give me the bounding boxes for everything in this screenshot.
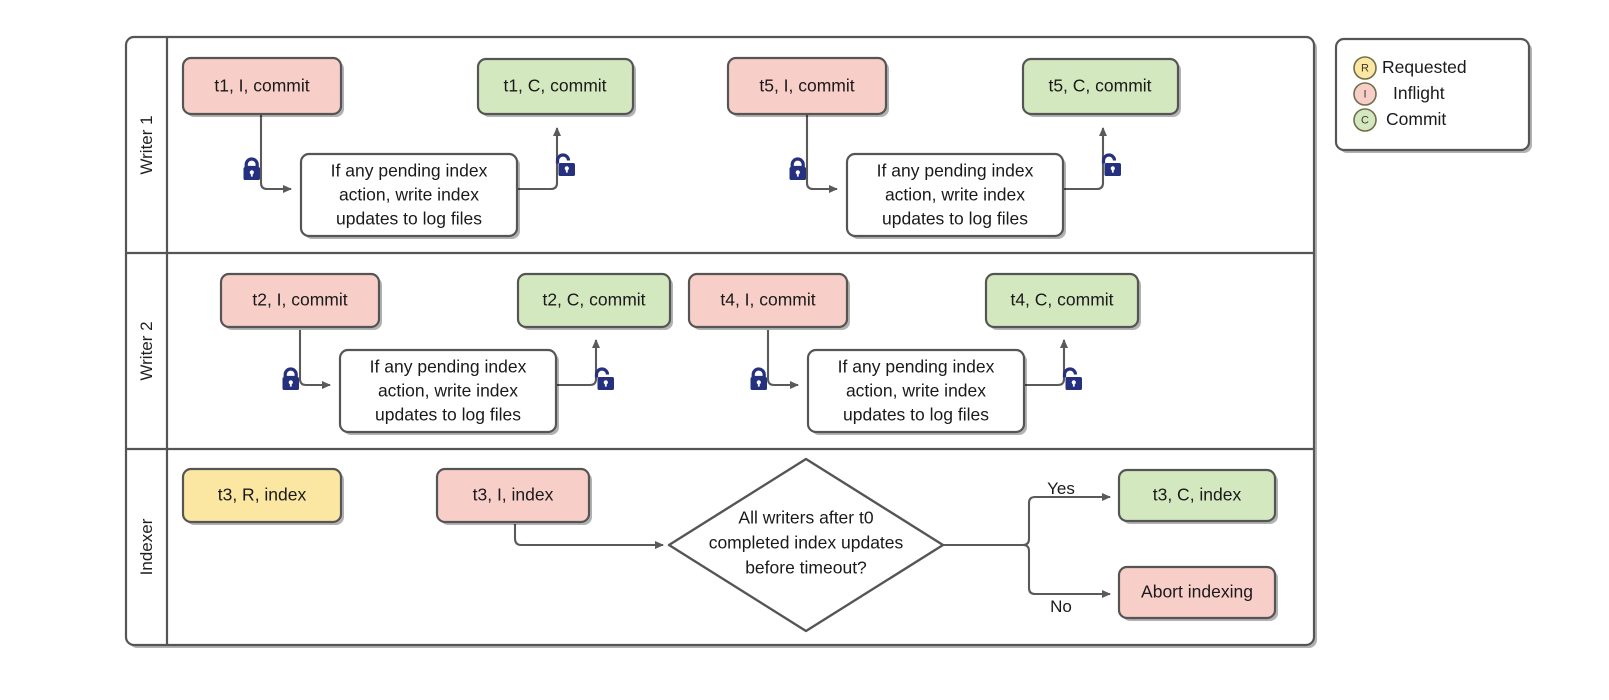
process-writer2-left-line3: updates to log files	[375, 405, 521, 425]
process-writer1-left[interactable]: If any pending index action, write index…	[299, 152, 520, 239]
writer1-edges	[259, 115, 1107, 193]
legend-item-commit: C Commit	[1353, 108, 1446, 132]
node-abort-indexing[interactable]: Abort indexing	[1117, 565, 1278, 621]
node-t5-commit[interactable]: t5, C, commit	[1021, 57, 1181, 117]
lock-closed-icon	[282, 367, 299, 390]
process-writer2-right-line3: updates to log files	[843, 405, 989, 425]
lock-open-icon	[1101, 153, 1121, 176]
lane-label-indexer: Indexer	[137, 518, 156, 575]
decision-line1: All writers after t0	[738, 508, 873, 528]
legend-glyph-commit: C	[1361, 114, 1369, 126]
node-t3-commit-label: t3, C, index	[1153, 485, 1242, 505]
legend-glyph-requested: R	[1361, 62, 1369, 74]
node-t4-inflight[interactable]: t4, I, commit	[687, 272, 850, 330]
legend-glyph-inflight: I	[1363, 88, 1366, 100]
node-abort-indexing-label: Abort indexing	[1141, 582, 1253, 602]
process-writer1-left-line1: If any pending index	[331, 161, 488, 181]
legend-item-inflight: I Inflight	[1353, 82, 1445, 106]
process-writer1-left-line3: updates to log files	[336, 209, 482, 229]
lock-open-icon	[555, 153, 575, 176]
node-t3-requested[interactable]: t3, R, index	[181, 467, 344, 525]
process-writer2-right-line2: action, write index	[846, 381, 986, 401]
process-writer2-left-line1: If any pending index	[370, 357, 527, 377]
node-t1-commit-label: t1, C, commit	[503, 76, 606, 96]
process-writer2-right[interactable]: If any pending index action, write index…	[806, 348, 1027, 435]
lane-label-writer2: Writer 2	[137, 321, 156, 380]
writer2-edges	[298, 330, 1068, 389]
process-writer2-right-line1: If any pending index	[838, 357, 995, 377]
process-writer2-left[interactable]: If any pending index action, write index…	[338, 348, 559, 435]
lock-open-icon	[1062, 367, 1082, 390]
node-t4-commit[interactable]: t4, C, commit	[984, 272, 1141, 330]
process-writer1-right[interactable]: If any pending index action, write index…	[845, 152, 1066, 239]
process-writer1-right-line1: If any pending index	[877, 161, 1034, 181]
legend-item-requested: R Requested	[1353, 56, 1467, 80]
node-t2-commit-label: t2, C, commit	[542, 290, 645, 310]
node-t5-inflight-label: t5, I, commit	[759, 76, 854, 96]
legend-label-requested: Requested	[1382, 57, 1467, 77]
node-t2-inflight[interactable]: t2, I, commit	[219, 272, 382, 330]
process-writer1-left-line2: action, write index	[339, 185, 479, 205]
legend: R Requested I Inflight C Commit	[1334, 37, 1532, 153]
node-t4-inflight-label: t4, I, commit	[720, 290, 815, 310]
node-t3-commit[interactable]: t3, C, index	[1117, 468, 1278, 524]
node-t3-inflight-label: t3, I, index	[473, 485, 554, 505]
lock-closed-icon	[243, 157, 260, 180]
node-t5-inflight[interactable]: t5, I, commit	[726, 56, 889, 117]
lock-open-icon	[594, 367, 614, 390]
branch-label-yes: Yes	[1047, 479, 1075, 498]
process-writer2-left-line2: action, write index	[378, 381, 518, 401]
node-t2-commit[interactable]: t2, C, commit	[516, 272, 673, 330]
lock-closed-icon	[750, 367, 767, 390]
node-t1-inflight-label: t1, I, commit	[214, 76, 309, 96]
decision-line2: completed index updates	[709, 533, 904, 553]
legend-label-inflight: Inflight	[1393, 83, 1445, 103]
node-t2-inflight-label: t2, I, commit	[252, 290, 347, 310]
node-t4-commit-label: t4, C, commit	[1010, 290, 1113, 310]
process-writer1-right-line3: updates to log files	[882, 209, 1028, 229]
process-writer1-right-line2: action, write index	[885, 185, 1025, 205]
decision-all-writers-completed[interactable]: All writers after t0 completed index upd…	[667, 457, 945, 633]
node-t5-commit-label: t5, C, commit	[1048, 76, 1151, 96]
lane-label-writer1: Writer 1	[137, 115, 156, 174]
legend-label-commit: Commit	[1386, 109, 1446, 129]
branch-label-no: No	[1050, 597, 1072, 616]
node-t1-commit[interactable]: t1, C, commit	[476, 57, 636, 117]
node-t3-requested-label: t3, R, index	[218, 485, 307, 505]
indexer-edges	[513, 493, 1111, 598]
decision-line3: before timeout?	[745, 558, 867, 578]
node-t3-inflight[interactable]: t3, I, index	[435, 467, 592, 525]
lock-closed-icon	[789, 157, 806, 180]
node-t1-inflight[interactable]: t1, I, commit	[181, 56, 344, 117]
